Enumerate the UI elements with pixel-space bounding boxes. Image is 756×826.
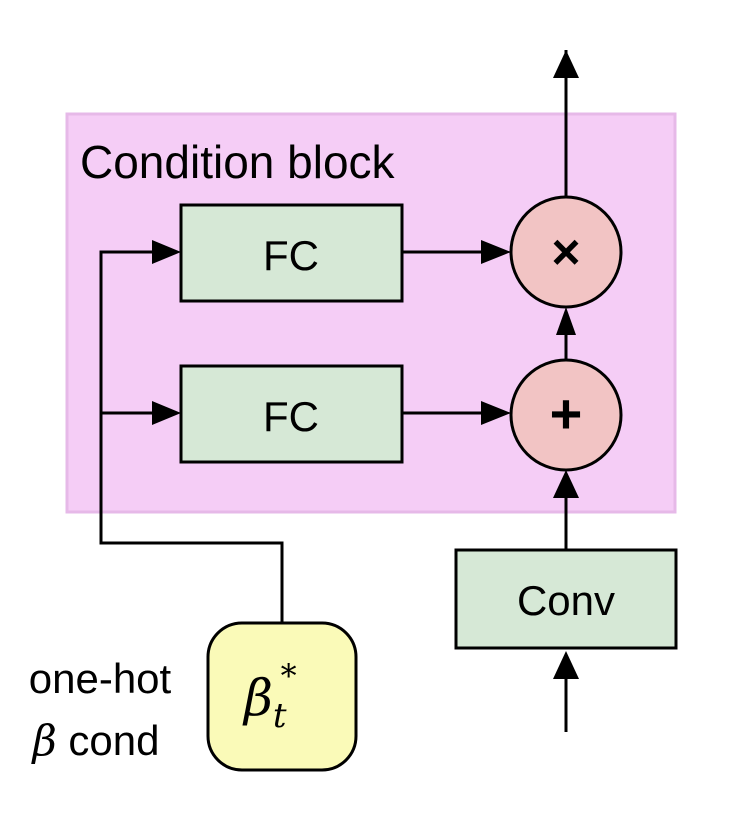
caption-line2: β cond (30, 716, 159, 765)
fc-top-box (179, 203, 404, 303)
cond-to-fc-bottom-arrowhead (152, 401, 181, 425)
conv-to-add-arrowhead (553, 470, 579, 498)
beta-condition-box (206, 621, 358, 772)
multiply-symbol: × (551, 224, 580, 280)
condition-block-title: Condition block (80, 136, 396, 188)
input-arrowhead (553, 651, 579, 679)
cond-to-fc-top-arrowhead (152, 240, 181, 264)
beta-condition-symbol: βt* (242, 657, 297, 736)
fc-bottom-box (179, 364, 404, 464)
fc-top-label: FC (263, 232, 319, 279)
output-arrowhead (553, 50, 579, 78)
fc-top-to-multiply-arrowhead (481, 240, 511, 264)
add-symbol: + (550, 382, 583, 445)
fc-bottom-to-add-arrowhead (481, 401, 511, 425)
condition-routing-line (99, 250, 284, 622)
conv-label: Conv (517, 577, 615, 624)
conv-box (454, 548, 678, 650)
caption-line1: one-hot (29, 655, 172, 702)
add-to-multiply-arrowhead (556, 307, 576, 335)
fc-bottom-label: FC (263, 393, 319, 440)
